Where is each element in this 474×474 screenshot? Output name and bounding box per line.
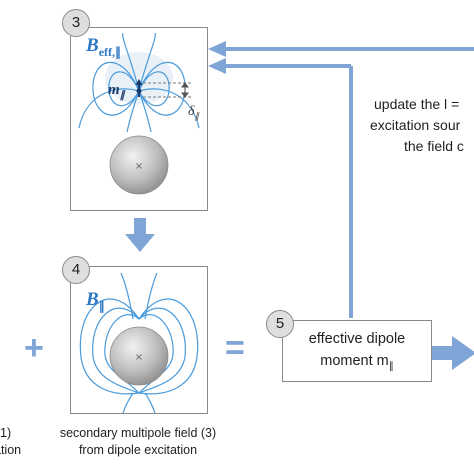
panel-4-caption-line1: secondary multipole field (3): [59, 426, 217, 440]
equals-operator: =: [225, 329, 245, 367]
left-caption-line2: ation: [0, 443, 22, 457]
right-text-line1: update the l =: [374, 96, 460, 112]
step-badge-3: 3: [62, 9, 90, 37]
left-caption-line1: 1): [0, 426, 12, 440]
field-label-b-eff: Beff,∥: [86, 35, 122, 59]
delta-label: δ∥: [188, 104, 200, 121]
step-badge-4: 4: [62, 256, 90, 284]
field-label-b: B∥: [86, 289, 105, 313]
arrow-down-icon: [125, 218, 155, 252]
box-5: effective dipole moment m∥: [282, 320, 432, 382]
svg-text:×: ×: [135, 352, 143, 363]
right-text-line3: the field c: [404, 138, 464, 154]
arrow-right-icon: [432, 336, 474, 370]
panel-3-illustration: ×: [78, 32, 200, 195]
box-5-line2: moment m∥: [320, 353, 394, 372]
panel-4-caption-line2: from dipole excitation: [78, 443, 198, 457]
right-text-line2: excitation sour: [370, 117, 461, 133]
box-5-line1: effective dipole: [308, 331, 406, 347]
plus-operator: +: [24, 329, 44, 367]
moment-label-m: m∥: [108, 82, 125, 101]
step-badge-5: 5: [266, 310, 294, 338]
svg-text:×: ×: [135, 161, 143, 172]
panel-4-illustration: ×: [79, 272, 199, 414]
